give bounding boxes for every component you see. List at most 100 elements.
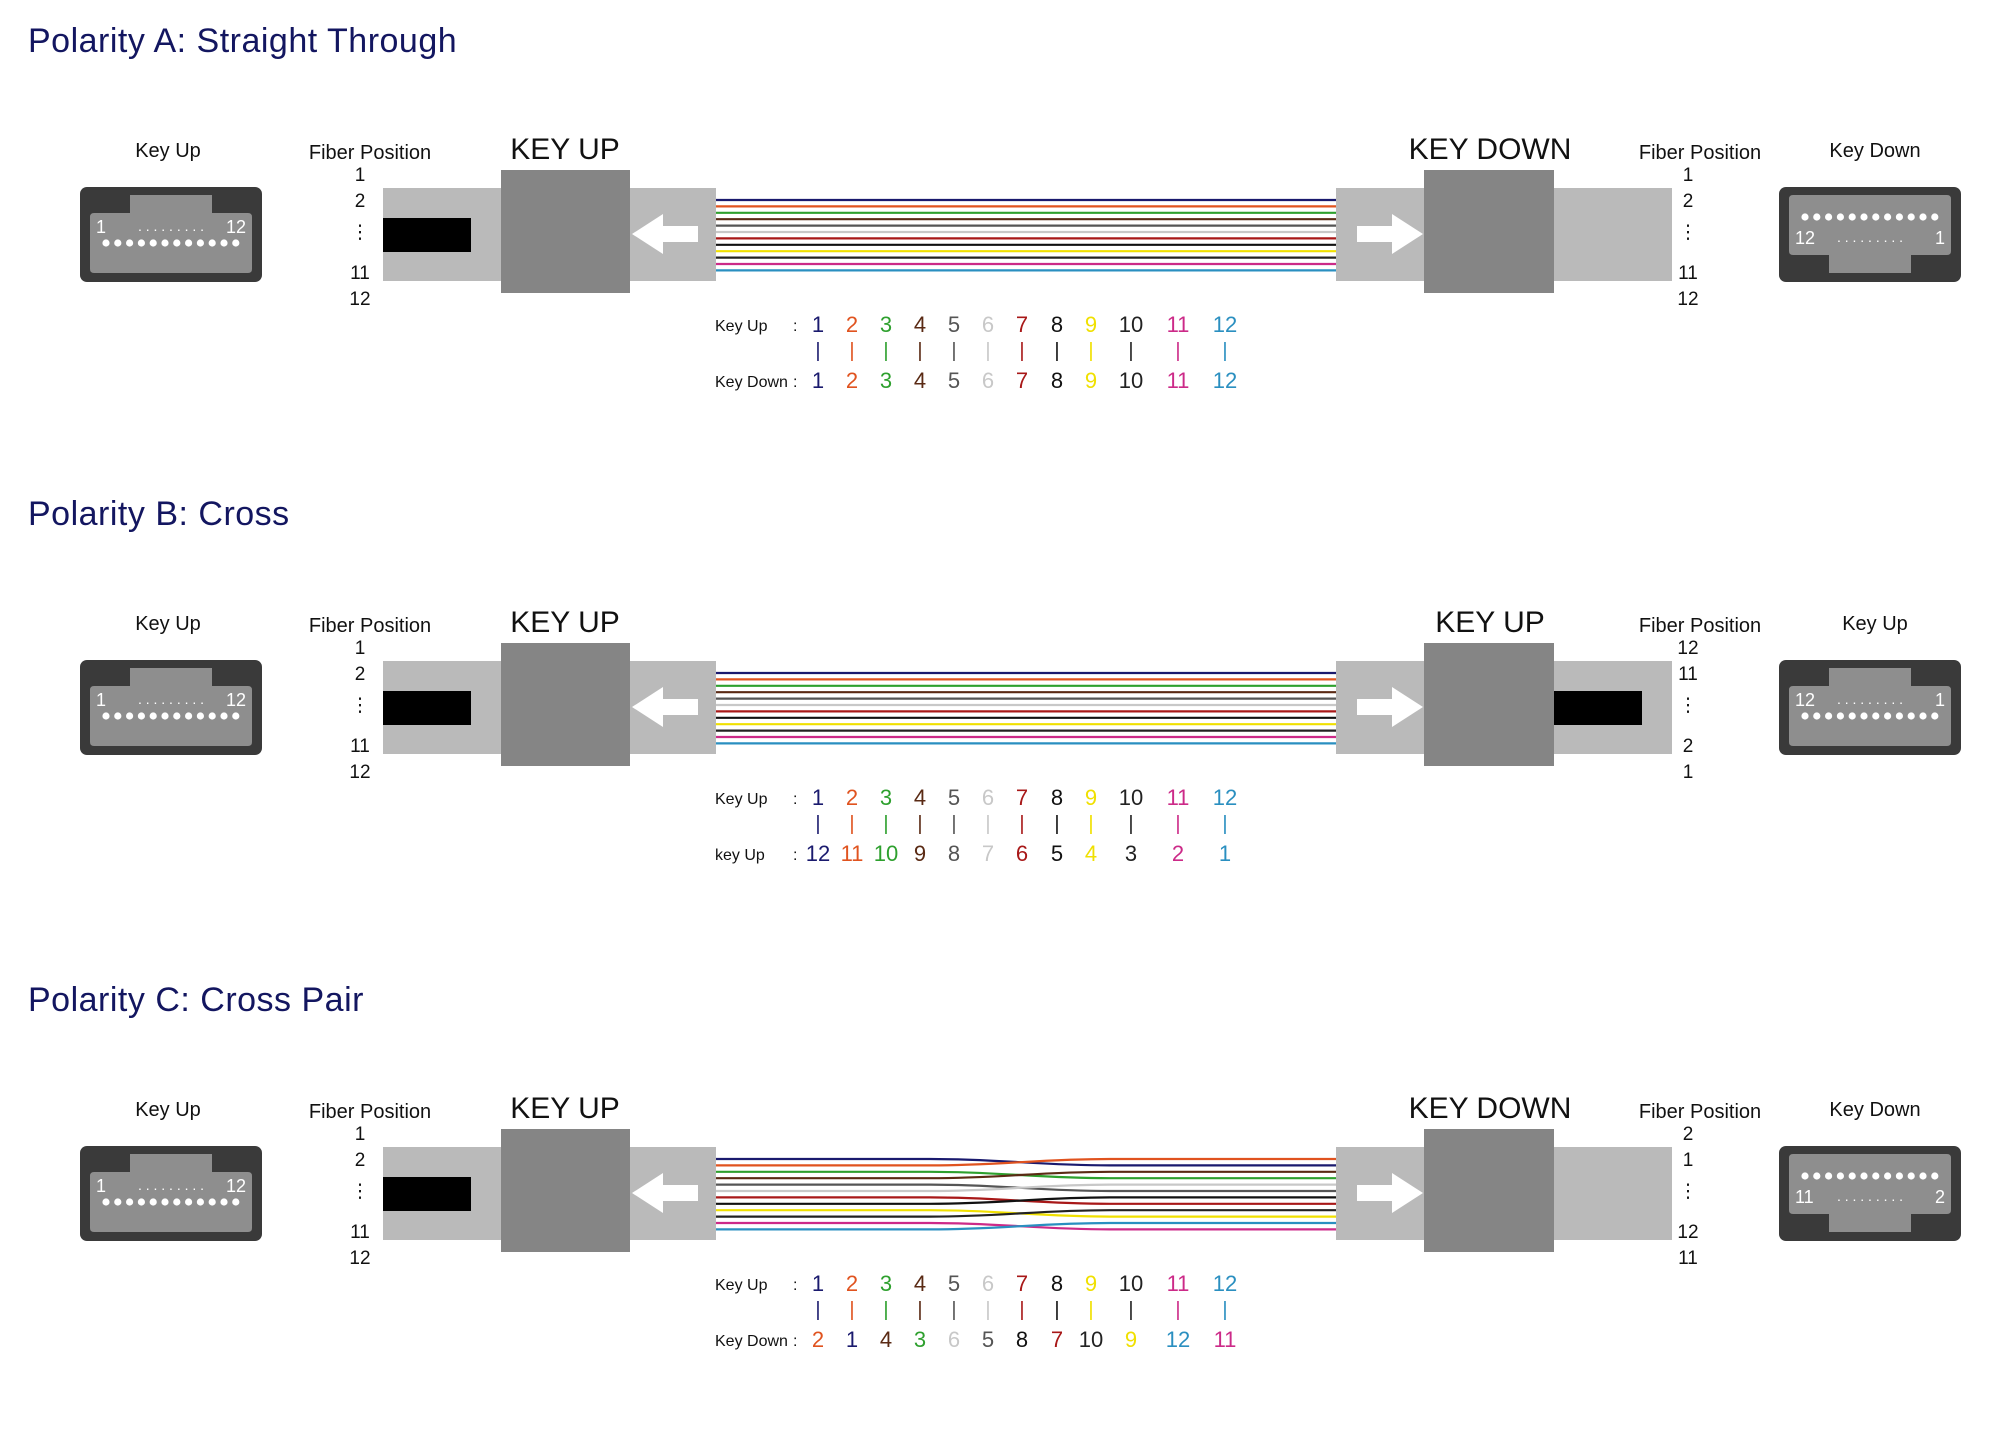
mapping-bottom-number: 1 — [846, 1327, 858, 1352]
mapping-top-number: 2 — [846, 312, 858, 337]
mapping-top-number: 11 — [1167, 312, 1190, 337]
fiber-dot — [196, 712, 204, 720]
fiber-dot — [137, 1198, 145, 1206]
face-last-number: 1 — [1935, 690, 1945, 710]
mapping-top-number: 10 — [1119, 1271, 1143, 1296]
mapping-connector-bar: | — [1222, 1299, 1227, 1321]
cable-assembly — [383, 1129, 1672, 1252]
right-connector-label: Key Down — [1829, 140, 1920, 162]
mapping-bottom-number: 11 — [1214, 1327, 1237, 1352]
mapping-bottom-number: 9 — [1125, 1327, 1137, 1352]
mapping-top-label: Key Up — [715, 791, 768, 808]
connector-insert — [90, 1154, 252, 1232]
mapping-bottom-number: 4 — [914, 368, 926, 393]
left-connector-label: Key Up — [135, 613, 201, 635]
mapping-bottom-label: Key Down — [715, 374, 788, 391]
mapping-connector-bar: | — [1054, 1299, 1059, 1321]
mapping-connector-bar: | — [985, 813, 990, 835]
mapping-connector-bar: | — [883, 813, 888, 835]
fiber-dot — [173, 712, 181, 720]
right-housing — [1424, 170, 1554, 293]
mapping-bottom-number: 11 — [841, 841, 864, 866]
mapping-top-number: 1 — [812, 1271, 824, 1296]
right-fiber-position-number: 1 — [1683, 1150, 1694, 1171]
face-first-number: 1 — [96, 217, 106, 237]
mapping-bottom-number: 9 — [914, 841, 926, 866]
mapping-connector-bar: | — [883, 340, 888, 362]
fiber-dot — [220, 712, 228, 720]
mapping-top-number: 6 — [982, 1271, 994, 1296]
right-fiber-position-number: 1 — [1683, 762, 1694, 783]
mapping-top-number: 6 — [982, 312, 994, 337]
mapping-top-number: 10 — [1119, 312, 1143, 337]
mapping-colon: : — [793, 1333, 797, 1350]
left-fiber-position-number: ⋮ — [351, 695, 370, 716]
left-connector-face: 1. . . . . . . . .12 — [80, 1146, 262, 1241]
left-fiber-position-number: 2 — [355, 1150, 366, 1171]
face-first-number: 12 — [1795, 228, 1815, 248]
fiber-dot — [1884, 712, 1892, 720]
left-fiber-position-label: Fiber Position — [309, 615, 431, 637]
mapping-connector-bar: | — [951, 340, 956, 362]
fiber-dot — [1825, 712, 1833, 720]
right-fiber-position-number: 11 — [1678, 1248, 1698, 1269]
fiber-dot — [220, 239, 228, 247]
left-key-label: KEY UP — [510, 133, 620, 166]
face-last-number: 12 — [226, 690, 246, 710]
mapping-connector-bar: | — [917, 340, 922, 362]
fiber-dot — [1813, 712, 1821, 720]
mapping-bottom-number: 6 — [982, 368, 994, 393]
fiber-dot — [1872, 213, 1880, 221]
mapping-connector-bar: | — [985, 340, 990, 362]
mapping-top-number: 7 — [1016, 785, 1028, 810]
left-fiber-position-label: Fiber Position — [309, 1101, 431, 1123]
mapping-bottom-label: Key Down — [715, 1333, 788, 1350]
fiber-dot — [1872, 712, 1880, 720]
fiber-ribbon — [716, 671, 1336, 745]
right-fiber-position-number: ⋮ — [1679, 695, 1698, 716]
mapping-connector-bar: | — [849, 340, 854, 362]
mapping-top-number: 1 — [812, 785, 824, 810]
mapping-connector-bar: | — [1128, 813, 1133, 835]
mapping-bottom-number: 5 — [1051, 841, 1063, 866]
mapping-bottom-number: 12 — [1166, 1327, 1190, 1352]
fiber-dot — [196, 1198, 204, 1206]
right-boot — [1554, 188, 1672, 281]
right-arrow-icon — [1357, 1173, 1423, 1213]
mapping-bottom-number: 9 — [1085, 368, 1097, 393]
fiber-dot — [137, 712, 145, 720]
mapping-connector-bar: | — [1088, 340, 1093, 362]
mapping-top-number: 8 — [1051, 1271, 1063, 1296]
mapping-connector-bar: | — [849, 813, 854, 835]
fiber-dot — [1907, 213, 1915, 221]
mapping-top-number: 7 — [1016, 312, 1028, 337]
mapping-connector-bar: | — [1222, 813, 1227, 835]
right-fiber-position-number: 2 — [1683, 1124, 1694, 1145]
fiber-dot — [1872, 1172, 1880, 1180]
fiber-10 — [716, 1209, 1336, 1218]
mapping-top-number: 12 — [1213, 1271, 1237, 1296]
left-fiber-position-number: 12 — [349, 762, 370, 783]
right-fiber-position-number: 12 — [1677, 1222, 1698, 1243]
fiber-dot — [161, 239, 169, 247]
left-fiber-position-number: 1 — [355, 1124, 366, 1145]
fiber-dot — [114, 1198, 122, 1206]
mapping-top-number: 3 — [880, 785, 892, 810]
connector-insert — [90, 668, 252, 746]
mapping-bottom-number: 2 — [812, 1327, 824, 1352]
left-arrow-icon — [632, 1173, 698, 1213]
mapping-bottom-number: 2 — [846, 368, 858, 393]
mapping-top-number: 8 — [1051, 785, 1063, 810]
fiber-dot — [1801, 712, 1809, 720]
mapping-colon: : — [793, 318, 797, 335]
mapping-connector-bar: | — [951, 813, 956, 835]
mapping-top-number: 5 — [948, 1271, 960, 1296]
left-fiber-position-number: 11 — [350, 263, 370, 284]
section-title: Polarity A: Straight Through — [28, 22, 458, 60]
fiber-dot — [196, 239, 204, 247]
mapping-top-number: 7 — [1016, 1271, 1028, 1296]
fiber-6 — [716, 1183, 1336, 1193]
mapping-top-number: 3 — [880, 312, 892, 337]
